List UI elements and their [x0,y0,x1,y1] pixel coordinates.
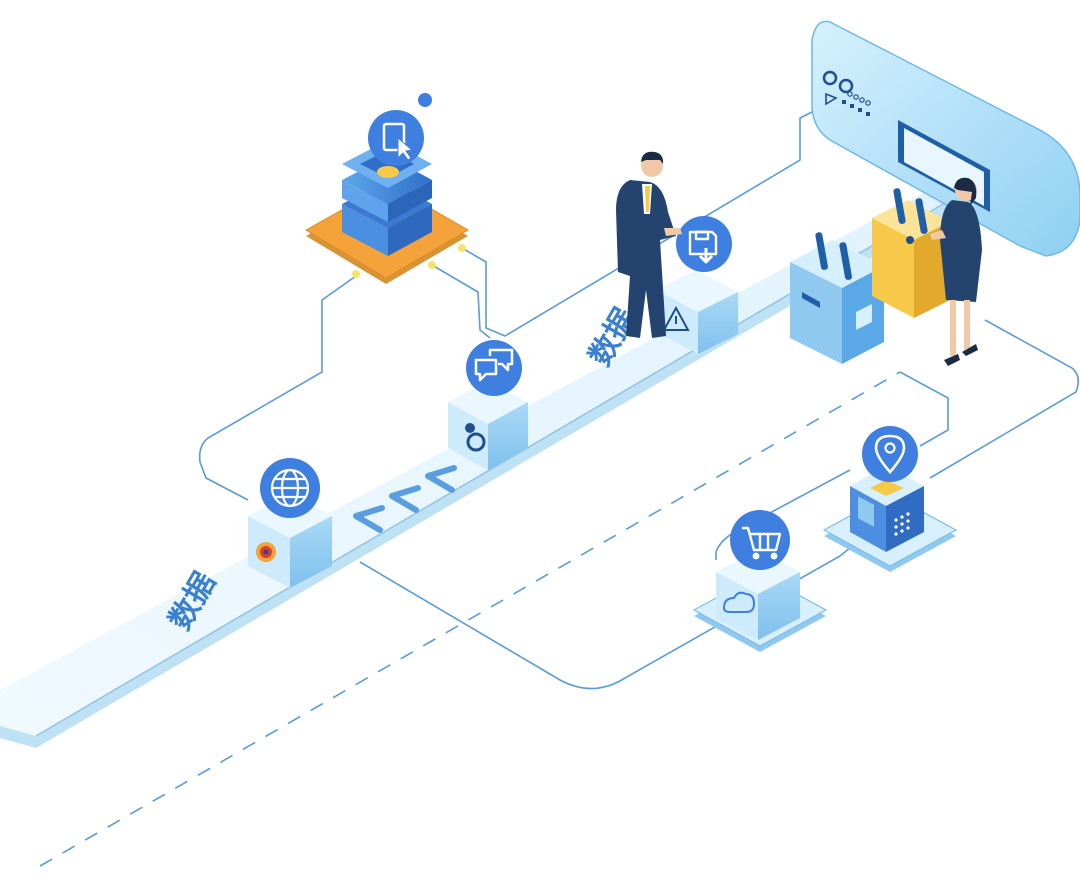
chevron-left-icon [353,505,385,533]
chevron-left-icon [389,485,421,513]
save-download-icon [688,230,718,264]
chevron-left-icons [353,465,457,533]
chevron-left-icon [425,465,457,493]
tablet-cursor-icon [382,122,414,161]
chat-cube [448,340,528,470]
line-stack-to-chat [431,264,491,339]
warning-icon [662,305,690,331]
connection-lines [198,109,1080,690]
line-stack-to-globe [198,275,357,501]
tablet-cursor-badge [368,93,432,166]
cart-icon [742,526,782,560]
save-cube [656,216,738,354]
globe-cube [248,458,332,588]
globe-icon [270,468,310,508]
chat-bubbles-icon [474,348,514,382]
dashed-guide-line [39,371,901,867]
pin-platform [822,426,958,572]
target-icon [256,542,276,562]
line-woman-to-right [929,319,1080,479]
user-group-icon [465,423,486,452]
businesswoman-figure [930,177,982,366]
line-right-loop [899,371,949,447]
line-stack-to-machine [461,109,817,337]
businessman-figure [616,151,682,338]
cart-platform [692,510,828,652]
line-belt-to-cart [359,539,861,690]
cloud-icon [722,591,756,613]
location-pin-icon [874,434,906,474]
